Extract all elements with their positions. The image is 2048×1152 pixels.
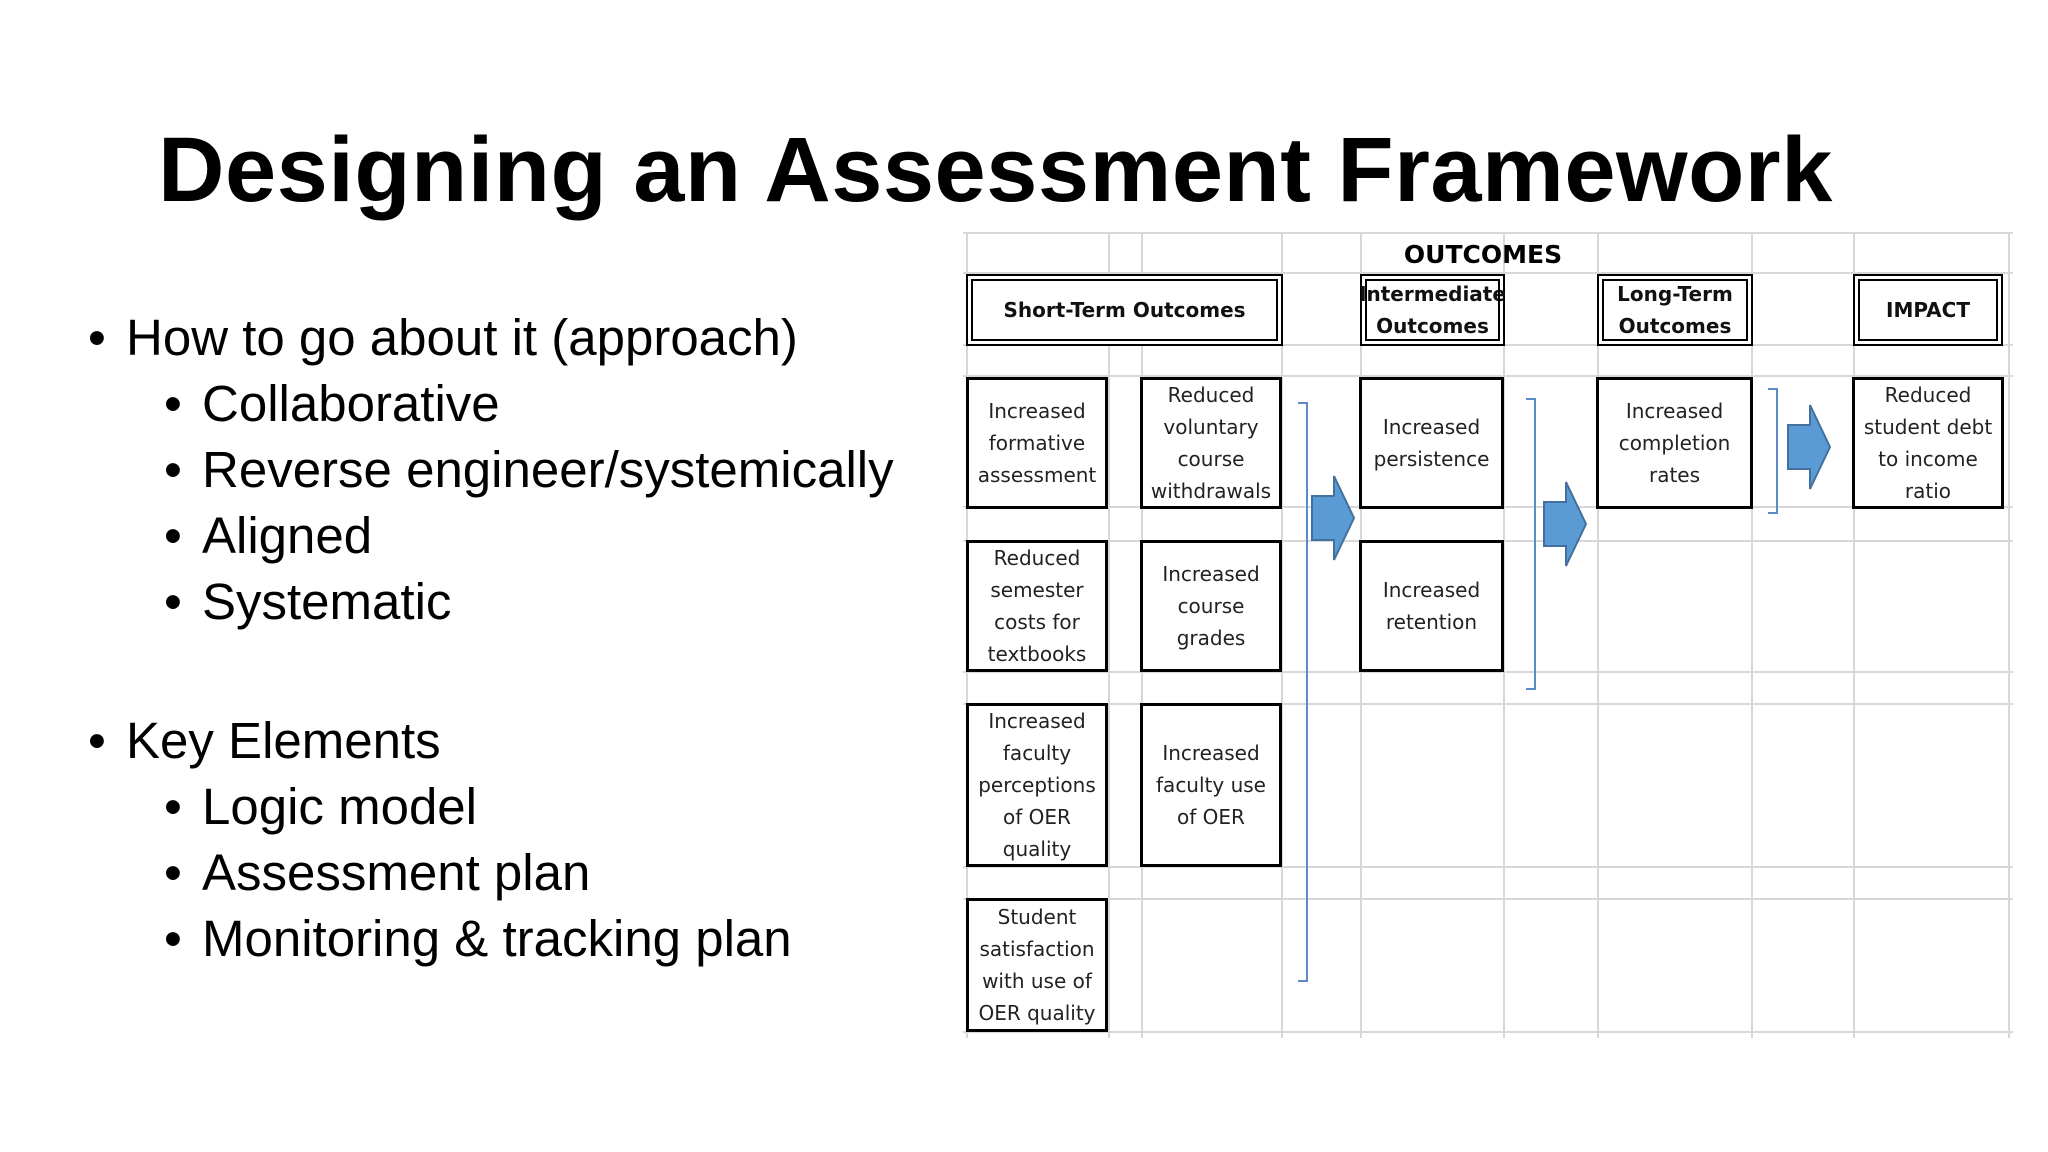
- grid-line: [1751, 232, 1753, 1038]
- bullet-text: Assessment plan: [202, 844, 591, 901]
- grid-line: [963, 272, 2013, 274]
- sub-bullet-item: • Monitoring & tracking plan: [88, 906, 894, 972]
- intermediate-outcomes-header: Intermediate Outcomes: [1359, 274, 1506, 346]
- bullet-dot: •: [164, 573, 182, 630]
- outcome-box: Reduced student debt to income ratio: [1852, 377, 2004, 509]
- bullet-text: Monitoring & tracking plan: [202, 910, 792, 967]
- bullet-text: Logic model: [202, 778, 477, 835]
- grid-line: [1503, 232, 1505, 1038]
- bracket: [1768, 388, 1778, 514]
- outcomes-header: OUTCOMES: [1403, 240, 1563, 269]
- grid-line: [963, 866, 2013, 868]
- bullet-dot: •: [164, 441, 182, 498]
- grid-line: [963, 898, 2013, 900]
- bullet-dot: •: [164, 910, 182, 967]
- bullet-dot: •: [164, 844, 182, 901]
- outcome-box: Increased retention: [1359, 540, 1504, 672]
- bullet-text: How to go about it (approach): [126, 309, 798, 366]
- outcome-box: Increased faculty use of OER: [1140, 703, 1282, 867]
- bracket: [1298, 402, 1308, 982]
- sub-bullet-item: • Systematic: [88, 569, 894, 635]
- grid-line: [1108, 232, 1110, 1038]
- bullet-text: Collaborative: [202, 375, 500, 432]
- outcome-box: Increased persistence: [1359, 377, 1504, 509]
- short-term-outcomes-header: Short-Term Outcomes: [966, 274, 1283, 346]
- bullet-text: Aligned: [202, 507, 373, 564]
- bullet-dot: •: [164, 375, 182, 432]
- grid-line: [1853, 232, 1855, 1038]
- sub-bullet-item: • Assessment plan: [88, 840, 894, 906]
- outcome-box: Student satisfaction with use of OER qua…: [966, 898, 1108, 1032]
- bullet-list: • How to go about it (approach) • Collabor…: [88, 305, 894, 972]
- grid-line: [963, 671, 2013, 673]
- bullet-dot: •: [88, 309, 106, 366]
- outcome-box: Increased faculty perceptions of OER qua…: [966, 703, 1108, 867]
- bullet-item: • How to go about it (approach): [88, 305, 894, 371]
- grid-line: [1281, 232, 1283, 1038]
- grid-line: [963, 703, 2013, 705]
- outcome-box: Increased course grades: [1140, 540, 1282, 672]
- bullet-dot: •: [164, 778, 182, 835]
- outcome-box: Reduced semester costs for textbooks: [966, 540, 1108, 672]
- right-arrow-icon: [1311, 475, 1356, 561]
- long-term-outcomes-header: Long-Term Outcomes: [1597, 274, 1753, 346]
- outcome-box: Reduced voluntary course withdrawals: [1140, 377, 1282, 509]
- bullet-dot: •: [88, 712, 106, 769]
- right-arrow-icon: [1787, 404, 1832, 490]
- sub-bullet-item: • Reverse engineer/systemically: [88, 437, 894, 503]
- sub-bullet-item: • Collaborative: [88, 371, 894, 437]
- bullet-text: Systematic: [202, 573, 452, 630]
- grid-line: [2008, 232, 2010, 1038]
- bullet-text: Key Elements: [126, 712, 441, 769]
- bullet-dot: •: [164, 507, 182, 564]
- bullet-item: • Key Elements: [88, 708, 894, 774]
- grid-line: [963, 232, 2013, 234]
- outcome-box: Increased completion rates: [1596, 377, 1753, 509]
- grid-line: [963, 375, 2013, 377]
- impact-header: IMPACT: [1853, 274, 2003, 346]
- right-arrow-icon: [1543, 481, 1588, 567]
- bracket: [1526, 398, 1536, 690]
- grid-line: [963, 1031, 2013, 1033]
- grid-line: [1597, 232, 1599, 1038]
- outcome-box: Increased formative assessment: [966, 377, 1108, 509]
- slide-title: Designing an Assessment Framework: [158, 119, 1833, 221]
- bullet-text: Reverse engineer/systemically: [202, 441, 894, 498]
- sub-bullet-item: • Logic model: [88, 774, 894, 840]
- sub-bullet-item: • Aligned: [88, 503, 894, 569]
